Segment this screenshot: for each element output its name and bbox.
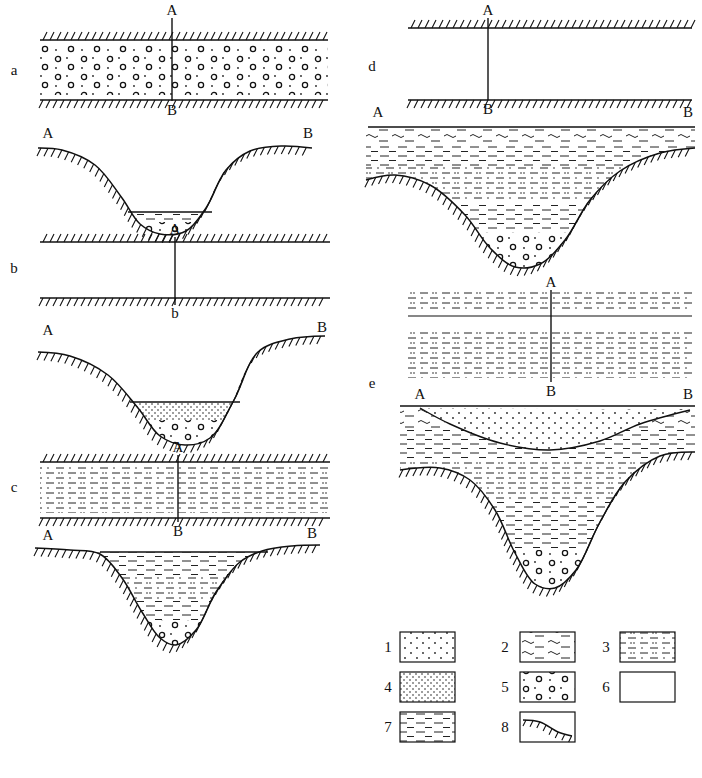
section-line — [174, 237, 175, 305]
legend-number: 2 — [501, 640, 509, 655]
legend-number: 7 — [384, 720, 392, 735]
section-end-label: A — [43, 528, 54, 543]
section-end-label: b — [171, 306, 179, 321]
rock-hatching — [37, 336, 321, 453]
layer-boundary — [408, 315, 692, 316]
rock-hatching — [34, 545, 316, 653]
legend-number: 4 — [384, 680, 392, 695]
legend-swatch — [400, 672, 455, 702]
rock-hatching — [43, 454, 327, 462]
panel-letter: c — [11, 480, 18, 495]
section-end-label: A — [483, 3, 494, 18]
ground-surface — [366, 148, 695, 268]
section-end-label: A — [546, 275, 557, 290]
rock-hatching — [43, 234, 327, 242]
rock-hatching — [365, 149, 689, 277]
section-end-label: B — [683, 105, 693, 120]
rock-hatching — [39, 100, 323, 108]
panel-letter: e — [369, 376, 376, 391]
rock-hatching — [39, 298, 323, 306]
ground-surface — [35, 545, 320, 645]
section-end-label: B — [303, 126, 313, 141]
legend-swatch — [520, 632, 575, 662]
legend-swatch — [520, 672, 575, 702]
ground-surface — [40, 39, 328, 41]
section-line — [550, 290, 551, 382]
fill-surface — [130, 401, 240, 402]
sediment-fill — [40, 45, 328, 95]
ground-surface — [40, 241, 330, 243]
panel-letter: b — [10, 261, 18, 276]
sediment-fill — [38, 402, 325, 420]
rock-hatching — [37, 146, 306, 243]
legend-number: 6 — [602, 680, 610, 695]
ground-surface — [40, 517, 330, 519]
panel-letter: a — [11, 63, 18, 78]
legend-swatch — [520, 712, 575, 742]
legend-swatch — [400, 712, 455, 742]
section-line — [171, 18, 172, 101]
ground-surface — [38, 336, 325, 445]
legend-number: 5 — [501, 680, 509, 695]
section-end-label: B — [317, 320, 327, 335]
section-end-label: A — [167, 3, 178, 18]
ground-surface — [40, 99, 328, 101]
section-end-label: A — [43, 126, 54, 141]
section-end-label: B — [483, 102, 493, 117]
section-end-label: B — [173, 524, 183, 539]
legend-swatch — [620, 672, 675, 702]
sediment-fill — [400, 500, 695, 550]
legend-number: 3 — [602, 640, 610, 655]
ground-surface — [523, 720, 572, 736]
section-end-label: B — [307, 526, 317, 541]
section-end-label: A — [415, 387, 426, 402]
sediment-fill — [420, 406, 692, 452]
fill-surface — [100, 551, 268, 552]
section-end-label: B — [546, 384, 556, 399]
channel-outline — [420, 408, 690, 450]
fill-surface — [400, 405, 695, 406]
fill-surface — [128, 211, 212, 212]
section-line — [487, 18, 488, 100]
sediment-fill — [35, 620, 320, 650]
sediment-fill — [366, 145, 695, 167]
section-end-label: A — [373, 105, 384, 120]
ground-surface — [40, 461, 330, 463]
section-end-label: A — [173, 440, 184, 455]
fill-surface — [368, 126, 695, 127]
sediment-fill — [400, 460, 695, 500]
rock-hatching — [399, 452, 692, 597]
sediment-fill — [35, 576, 320, 600]
rock-hatching — [411, 20, 695, 28]
sediment-fill — [35, 600, 320, 620]
section-line — [177, 455, 178, 522]
ground-surface — [400, 452, 695, 589]
sediment-fill — [366, 202, 695, 232]
ground-surface — [408, 99, 692, 101]
section-end-label: B — [683, 387, 693, 402]
ground-surface — [40, 297, 330, 299]
rock-hatching — [407, 100, 691, 108]
legend-swatch — [400, 632, 455, 662]
sediment-fill — [366, 127, 695, 145]
panel-letter: d — [368, 59, 376, 74]
sediment-fill — [40, 467, 330, 513]
section-end-label: A — [43, 323, 54, 338]
sediment-fill — [408, 292, 692, 312]
section-end-label: A — [170, 222, 181, 237]
section-end-label: B — [167, 103, 177, 118]
rock-hatching — [523, 720, 572, 742]
rock-hatching — [43, 32, 327, 40]
sediment-fill — [408, 332, 692, 378]
sediment-fill — [366, 167, 695, 202]
legend-swatch — [620, 632, 675, 662]
sediment-fill — [366, 232, 695, 272]
legend-number: 8 — [501, 720, 509, 735]
legend-number: 1 — [384, 640, 392, 655]
sediment-fill — [38, 212, 312, 222]
